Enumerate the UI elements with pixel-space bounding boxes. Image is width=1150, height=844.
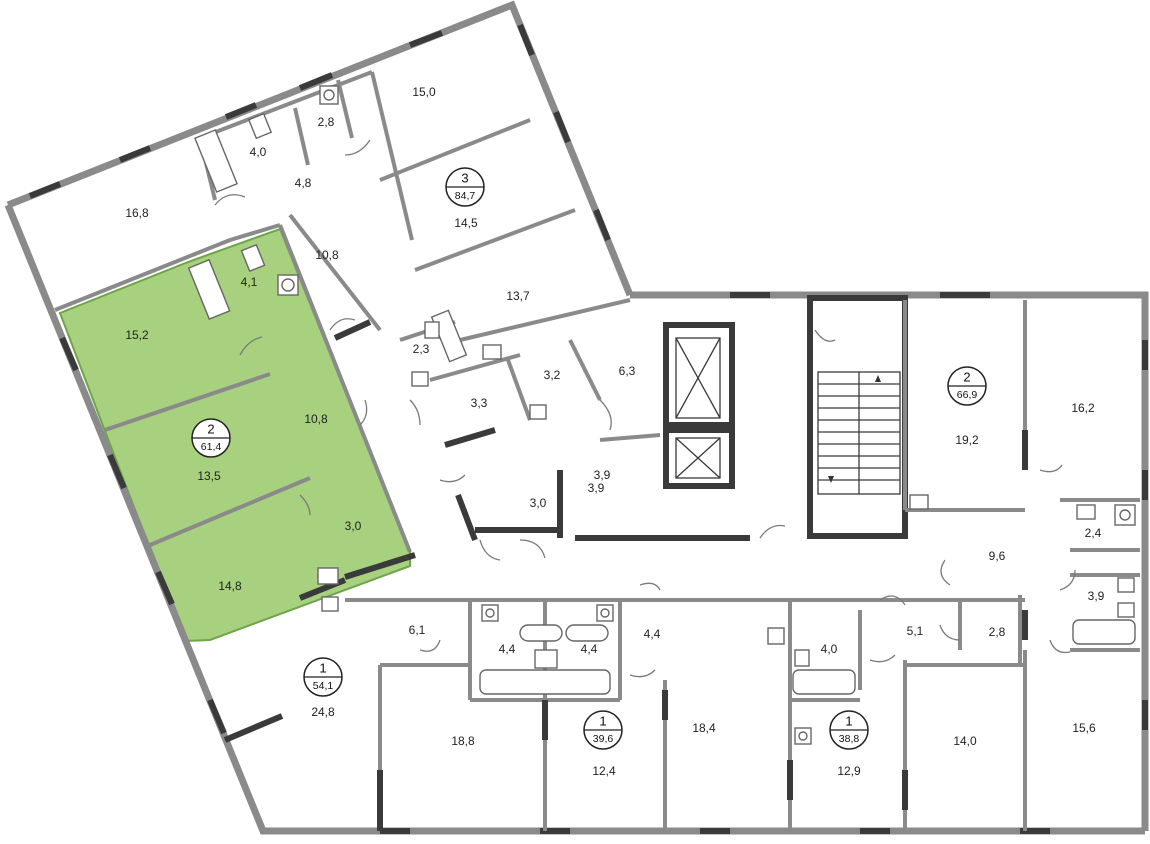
room-area-label: 2,4 bbox=[1085, 526, 1102, 540]
room-area-label: 15,0 bbox=[412, 85, 436, 99]
apartment-area: 38,8 bbox=[839, 733, 860, 745]
room-area-label: 12,4 bbox=[592, 764, 616, 778]
room-area-label: 3,9 bbox=[594, 468, 611, 482]
room-area-label: 2,8 bbox=[989, 625, 1006, 639]
room-area-label: 14,5 bbox=[454, 216, 478, 230]
apartment-rooms: 2 bbox=[963, 369, 970, 384]
outer-wall-left-wing bbox=[6, 0, 634, 297]
room-area-label: 24,8 bbox=[311, 705, 335, 719]
room-area-label: 10,8 bbox=[304, 412, 328, 426]
interior-walls-core bbox=[455, 295, 1140, 831]
room-area-label: 4,0 bbox=[821, 642, 838, 656]
door-swings bbox=[214, 139, 1076, 678]
room-area-label: 16,2 bbox=[1071, 401, 1095, 415]
room-area-label: 3,2 bbox=[544, 368, 561, 382]
apartment-rooms: 2 bbox=[207, 421, 214, 436]
room-area-label: 14,0 bbox=[953, 734, 977, 748]
apartment-area: 39,6 bbox=[593, 733, 614, 745]
outer-wall-right-block bbox=[630, 291, 1149, 831]
room-area-label: 6,3 bbox=[619, 364, 636, 378]
interior-walls-lower-row bbox=[223, 430, 1028, 831]
apartment-area: 66,9 bbox=[957, 389, 978, 401]
room-area-label: 19,2 bbox=[955, 433, 979, 447]
apartment-badge-1-54-1[interactable]: 1 54,1 bbox=[303, 657, 343, 697]
room-area-label: 5,1 bbox=[907, 624, 924, 638]
apartment-area: 61,4 bbox=[201, 441, 222, 453]
room-area-label: 2,8 bbox=[318, 115, 335, 129]
room-area-label: 10,8 bbox=[315, 248, 339, 262]
room-area-label: 3,0 bbox=[345, 519, 362, 533]
room-area-label: 4,1 bbox=[241, 275, 258, 289]
apartment-rooms: 1 bbox=[319, 660, 326, 675]
apartment-badge-1-38-8[interactable]: 1 38,8 bbox=[829, 710, 869, 750]
room-area-label: 15,2 bbox=[125, 328, 149, 342]
room-area-label: 3,9 bbox=[588, 481, 605, 495]
staircase bbox=[817, 371, 901, 495]
room-area-label: 18,8 bbox=[451, 734, 475, 748]
room-area-label: 4,4 bbox=[581, 642, 598, 656]
room-area-label: 2,3 bbox=[413, 342, 430, 356]
apartment-rooms: 1 bbox=[599, 713, 606, 728]
room-area-label: 12,9 bbox=[837, 764, 861, 778]
room-area-label: 4,4 bbox=[499, 642, 516, 656]
room-area-label: 14,8 bbox=[218, 579, 242, 593]
room-area-label: 3,0 bbox=[530, 496, 547, 510]
apartment-rooms: 1 bbox=[845, 713, 852, 728]
room-area-label: 4,8 bbox=[295, 176, 312, 190]
room-area-label: 13,7 bbox=[506, 289, 530, 303]
apartment-badge-2-61-4[interactable]: 2 61,4 bbox=[191, 418, 231, 458]
room-area-label: 9,6 bbox=[989, 549, 1006, 563]
interior-walls-left-wing bbox=[54, 70, 631, 553]
apartment-badge-1-39-6[interactable]: 1 39,6 bbox=[583, 710, 623, 750]
apartment-area: 54,1 bbox=[313, 680, 334, 692]
apartment-area: 84,7 bbox=[455, 190, 476, 202]
apartment-badge-2-66-9[interactable]: 2 66,9 bbox=[947, 366, 987, 406]
bathroom-fixtures bbox=[187, 85, 1136, 745]
room-area-label: 6,1 bbox=[409, 623, 426, 637]
room-area-label: 15,6 bbox=[1072, 721, 1096, 735]
elevator-shafts bbox=[675, 337, 721, 479]
room-area-label: 3,3 bbox=[471, 396, 488, 410]
room-area-label: 4,0 bbox=[250, 145, 267, 159]
room-area-label: 3,9 bbox=[1088, 589, 1105, 603]
room-area-label: 16,8 bbox=[125, 206, 149, 220]
apartment-badge-3-84-7[interactable]: 3 84,7 bbox=[445, 167, 485, 207]
room-area-label: 13,5 bbox=[197, 469, 221, 483]
room-area-label: 4,4 bbox=[644, 627, 661, 641]
outer-wall-left-side bbox=[4, 203, 1145, 835]
room-area-label: 18,4 bbox=[692, 721, 716, 735]
room-labels: 15,0 2,8 4,0 4,8 16,8 14,5 10,8 4,1 13,7… bbox=[125, 85, 1104, 778]
apartment-rooms: 3 bbox=[461, 170, 468, 185]
